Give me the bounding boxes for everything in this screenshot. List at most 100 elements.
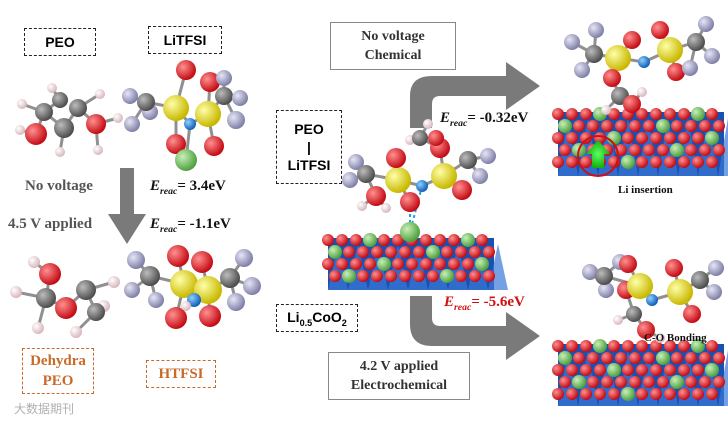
oxygen-atom bbox=[413, 270, 425, 282]
hydrogen-atom bbox=[15, 125, 25, 135]
lithium-atom bbox=[475, 257, 489, 271]
fluorine-atom bbox=[124, 282, 140, 298]
energy-label-neg-0-32: Ereac= -0.32eV bbox=[440, 110, 529, 129]
oxygen-atom bbox=[713, 352, 725, 364]
oxygen-atom bbox=[573, 120, 585, 132]
oxygen-atom bbox=[165, 307, 187, 329]
oxygen-atom bbox=[643, 144, 655, 156]
oxygen-atom bbox=[580, 340, 592, 352]
carbon-atom bbox=[687, 33, 705, 51]
hydrogen-atom bbox=[601, 105, 611, 115]
oxygen-atom bbox=[615, 352, 627, 364]
sulfur-atom bbox=[667, 279, 693, 305]
fluorine-atom bbox=[232, 90, 248, 106]
oxygen-atom bbox=[629, 120, 641, 132]
oxygen-atom bbox=[637, 321, 655, 339]
oxygen-atom bbox=[199, 305, 221, 327]
oxygen-atom bbox=[483, 270, 495, 282]
oxygen-atom bbox=[603, 69, 621, 87]
lithium-atom bbox=[461, 233, 475, 247]
oxygen-atom bbox=[587, 376, 599, 388]
lithium-atom bbox=[705, 363, 719, 377]
lithium-atom bbox=[621, 387, 635, 401]
oxygen-atom bbox=[678, 156, 690, 168]
hydrogen-atom bbox=[70, 326, 82, 338]
fluorine-atom bbox=[564, 34, 580, 50]
fluorine-atom bbox=[708, 260, 724, 276]
coordination-bond bbox=[409, 185, 423, 233]
oxygen-atom bbox=[664, 340, 676, 352]
oxygen-atom bbox=[322, 234, 334, 246]
sulfur-atom bbox=[385, 167, 411, 193]
lithium-atom bbox=[400, 222, 420, 242]
oxygen-atom bbox=[573, 352, 585, 364]
nitrogen-atom bbox=[638, 56, 650, 68]
oxygen-atom bbox=[643, 376, 655, 388]
watermark: 大数据期刊 bbox=[14, 402, 75, 416]
adsorbed-molecule-top bbox=[564, 16, 720, 115]
oxygen-atom bbox=[650, 364, 662, 376]
fluorine-atom bbox=[598, 282, 614, 298]
oxygen-atom bbox=[469, 246, 481, 258]
oxygen-atom bbox=[636, 388, 648, 400]
oxygen-atom bbox=[552, 340, 564, 352]
oxygen-atom bbox=[706, 340, 718, 352]
oxygen-atom bbox=[678, 388, 690, 400]
oxygen-atom bbox=[594, 364, 606, 376]
oxygen-atom bbox=[413, 246, 425, 258]
oxygen-atom bbox=[580, 156, 592, 168]
complex-line3: LiTFSI bbox=[287, 157, 331, 173]
oxygen-atom bbox=[622, 132, 634, 144]
oxygen-atom bbox=[420, 234, 432, 246]
sulfur-atom bbox=[605, 45, 631, 71]
fluorine-atom bbox=[472, 168, 488, 184]
oxygen-atom bbox=[476, 234, 488, 246]
sulfur-atom bbox=[195, 101, 221, 127]
oxygen-atom bbox=[406, 258, 418, 270]
carbon-atom bbox=[137, 93, 155, 111]
applied-45v-label: 4.5 V applied bbox=[8, 216, 93, 232]
lithium-atom bbox=[328, 245, 342, 259]
oxygen-atom bbox=[434, 234, 446, 246]
lithium-atom bbox=[670, 143, 684, 157]
lithium-atom bbox=[363, 233, 377, 247]
oxygen-atom bbox=[699, 376, 711, 388]
licoo2-label-box: Li0.5CoO2 bbox=[276, 304, 358, 332]
sulfur-atom bbox=[657, 37, 683, 63]
oxygen-atom bbox=[455, 270, 467, 282]
oxygen-atom bbox=[552, 388, 564, 400]
oxygen-atom bbox=[664, 156, 676, 168]
oxygen-atom bbox=[428, 130, 444, 146]
adsorbed-molecule-bottom bbox=[582, 254, 724, 343]
oxygen-atom bbox=[580, 108, 592, 120]
energy-label-neg-1-1: Ereac= -1.1eV bbox=[150, 216, 231, 235]
oxygen-atom bbox=[552, 156, 564, 168]
carbon-atom bbox=[54, 118, 74, 138]
oxygen-atom bbox=[86, 114, 106, 134]
no-voltage-label: No voltage bbox=[25, 178, 93, 194]
oxygen-atom bbox=[636, 364, 648, 376]
oxygen-atom bbox=[400, 192, 420, 212]
lithium-atom bbox=[558, 351, 572, 365]
oxygen-atom bbox=[566, 108, 578, 120]
hydrogen-atom bbox=[181, 301, 191, 311]
oxygen-atom bbox=[566, 156, 578, 168]
licoo2-label: Li0.5CoO2 bbox=[287, 308, 347, 328]
carbon-atom bbox=[595, 267, 613, 285]
oxygen-atom bbox=[713, 144, 725, 156]
oxygen-atom bbox=[692, 156, 704, 168]
oxygen-atom bbox=[587, 120, 599, 132]
oxygen-atom bbox=[392, 258, 404, 270]
fluorine-atom bbox=[122, 88, 138, 104]
lithium-atom bbox=[656, 119, 670, 133]
sulfur-atom bbox=[163, 95, 189, 121]
fluorine-atom bbox=[342, 172, 358, 188]
oxygen-atom bbox=[371, 270, 383, 282]
lithium-atom bbox=[705, 131, 719, 145]
lithium-atom bbox=[691, 107, 705, 121]
oxygen-atom bbox=[692, 388, 704, 400]
carbon-atom bbox=[76, 280, 96, 300]
oxygen-atom bbox=[587, 352, 599, 364]
oxygen-atom bbox=[167, 245, 189, 267]
